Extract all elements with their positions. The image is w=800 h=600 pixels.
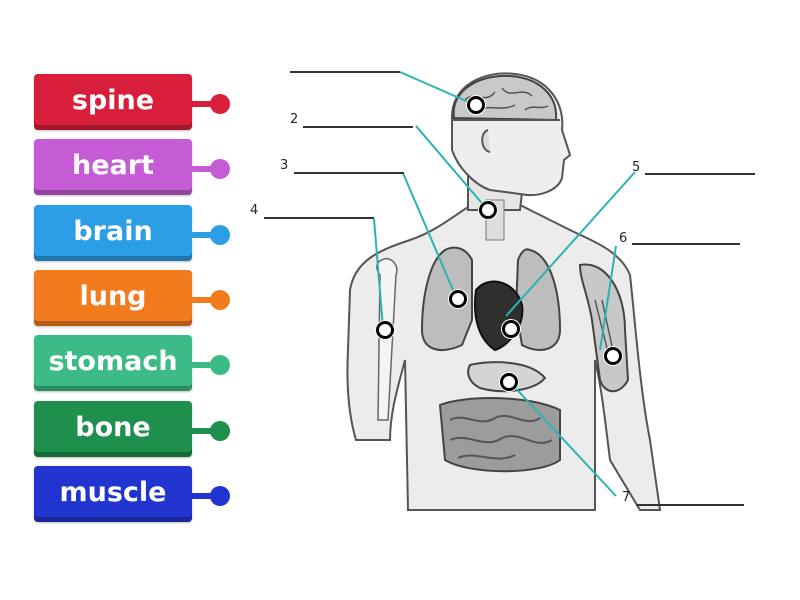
tile-label-lung: lung bbox=[79, 280, 147, 312]
label-number-3: 3 bbox=[280, 158, 289, 173]
tile-stomach[interactable]: stomach bbox=[34, 335, 192, 391]
connector-pin-muscle[interactable] bbox=[192, 485, 230, 507]
answer-slot-3[interactable] bbox=[294, 172, 404, 174]
connector-pin-spine[interactable] bbox=[192, 93, 230, 115]
answer-slot-5[interactable] bbox=[645, 173, 755, 175]
label-number-4: 4 bbox=[250, 203, 259, 218]
pin-stem bbox=[192, 362, 218, 368]
pin-stem bbox=[192, 493, 218, 499]
pin-stem bbox=[192, 166, 218, 172]
connector-pin-stomach[interactable] bbox=[192, 354, 230, 376]
label-number-6: 6 bbox=[619, 231, 628, 246]
hotspot-7[interactable] bbox=[500, 373, 518, 391]
pin-dot bbox=[210, 421, 230, 441]
pin-dot bbox=[210, 225, 230, 245]
pin-dot bbox=[210, 94, 230, 114]
answer-slot-4[interactable] bbox=[264, 217, 374, 219]
pin-stem bbox=[192, 101, 218, 107]
hotspot-1[interactable] bbox=[467, 96, 485, 114]
connector-pin-heart[interactable] bbox=[192, 158, 230, 180]
label-number-7: 7 bbox=[622, 490, 631, 505]
leader-lines bbox=[373, 71, 636, 497]
tile-muscle[interactable]: muscle bbox=[34, 466, 192, 522]
tile-label-brain: brain bbox=[73, 215, 153, 247]
hotspot-2[interactable] bbox=[479, 201, 497, 219]
pin-dot bbox=[210, 355, 230, 375]
tile-label-muscle: muscle bbox=[59, 476, 167, 508]
answer-slot-7[interactable] bbox=[636, 504, 744, 506]
pin-stem bbox=[192, 297, 218, 303]
answer-slot-1[interactable] bbox=[290, 71, 400, 73]
tile-lung[interactable]: lung bbox=[34, 270, 192, 326]
hotspot-3[interactable] bbox=[449, 290, 467, 308]
body-illustration bbox=[346, 71, 662, 511]
tile-spine[interactable]: spine bbox=[34, 74, 192, 130]
tile-bone[interactable]: bone bbox=[34, 401, 192, 457]
anatomy-diagram: 2 3 4 5 6 7 bbox=[240, 60, 780, 530]
answer-slot-2[interactable] bbox=[303, 126, 413, 128]
tile-brain[interactable]: brain bbox=[34, 205, 192, 261]
pin-stem bbox=[192, 232, 218, 238]
connector-pin-lung[interactable] bbox=[192, 289, 230, 311]
tile-label-stomach: stomach bbox=[48, 345, 178, 377]
pin-dot bbox=[210, 290, 230, 310]
tile-label-spine: spine bbox=[71, 84, 155, 116]
label-number-2: 2 bbox=[290, 112, 299, 127]
answer-slot-6[interactable] bbox=[632, 243, 740, 245]
connector-pin-brain[interactable] bbox=[192, 224, 230, 246]
tile-heart[interactable]: heart bbox=[34, 139, 192, 195]
label-number-5: 5 bbox=[632, 160, 641, 175]
hotspot-5[interactable] bbox=[502, 320, 520, 338]
tile-label-bone: bone bbox=[75, 411, 151, 443]
hotspot-4[interactable] bbox=[376, 321, 394, 339]
pin-stem bbox=[192, 428, 218, 434]
hotspot-6[interactable] bbox=[604, 347, 622, 365]
pin-dot bbox=[210, 486, 230, 506]
connector-pin-bone[interactable] bbox=[192, 420, 230, 442]
pin-dot bbox=[210, 159, 230, 179]
tile-label-heart: heart bbox=[72, 149, 154, 181]
